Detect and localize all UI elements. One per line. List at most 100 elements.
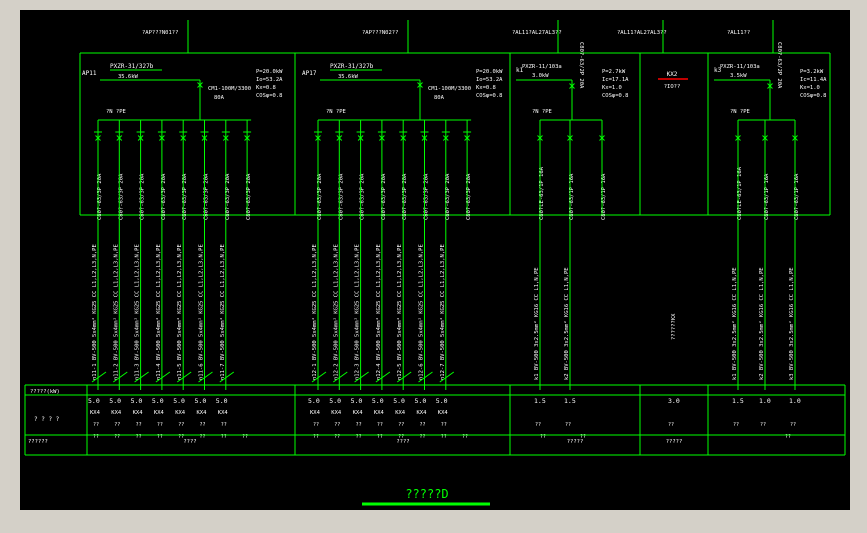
kx-label-1-4: KX4 (395, 410, 406, 416)
branch-label-4-2: C80?-63/1P 16A (794, 173, 800, 220)
kx-label-1-1: KX4 (331, 410, 342, 416)
branch-label-0-3: C80?-63/3P 20A (161, 173, 167, 220)
table-row3-label: ?????? (28, 439, 48, 445)
kx-label-1-5: KX4 (417, 410, 428, 416)
kx-label-0-6: KX4 (218, 410, 229, 416)
circuit-tick-1-5 (418, 371, 433, 383)
branch-label-2-2: C80?-63/1P 16A (601, 173, 607, 220)
mark-4-0: ?? (733, 422, 739, 428)
mark2-0-7: ?? (242, 434, 248, 440)
main-breaker-0-x2 (197, 82, 203, 88)
kx-label-0-4: KX4 (175, 410, 186, 416)
mark-1-2: ?? (356, 422, 362, 428)
mark2-0-5: ?? (200, 434, 206, 440)
circuit-label-1-4: n12-5 BV-500 5x4mm² KG25 CC L1,L2,L3,N,P… (396, 244, 403, 380)
mark2-0-3: ?? (157, 434, 163, 440)
circuit-label-2-1: k2 BV-500 3x2.5mm² KG16 CC L1,N,PE (563, 267, 570, 380)
power-value-1-5: 5.0 (415, 397, 427, 405)
panel-id-2: k1 (516, 67, 524, 74)
footer-3: ????? (666, 439, 683, 445)
circuit-tick-1-2 (354, 371, 369, 383)
footer-2: ????? (567, 439, 584, 445)
panel-id-3: KX2 (667, 71, 678, 78)
bus-label-0: ?N ?PE (106, 109, 126, 115)
main-switch-label-2: C80?-63/2P 20A (578, 42, 584, 89)
param-2-2: Kx=1.0 (602, 85, 622, 91)
mark2-0-2: ?? (136, 434, 142, 440)
param-1-3: COSφ=0.8 (476, 93, 503, 99)
circuit-tick-0-4 (176, 371, 192, 383)
branch-label-2-0: C80?LE-63/1P 16A (539, 166, 545, 220)
circuit-tick-1-1 (333, 371, 348, 383)
mark2-0-0: ?? (93, 434, 99, 440)
circuit-label-4-1: k2 BV-500 3x2.5mm² KG16 CC L1,N,PE (758, 267, 765, 380)
breaker-label-2: PXZR-11/103a (522, 64, 562, 70)
param-1-0: P=20.0kW (476, 69, 503, 75)
kx-label-0-3: KX4 (154, 410, 165, 416)
mark-2-1: ?? (565, 422, 571, 428)
mark-0-2: ?? (136, 422, 142, 428)
branch-label-0-1: C80?-63/3P 20A (118, 173, 124, 220)
branch-label-1-2: C80?-63/3P 20A (360, 173, 366, 220)
mark2-2-0: ?? (540, 434, 546, 440)
main-switch-label-0: CM1-100M/3300 (208, 86, 251, 92)
circuit-tick-1-4 (396, 371, 412, 383)
power-value-1-4: 5.0 (393, 397, 405, 405)
mark-0-3: ?? (157, 422, 163, 428)
mark-1-5: ?? (420, 422, 426, 428)
circuit-label-1-1: n12-2 BV-500 5x4mm² KG25 CC L1,L2,L3,N,P… (332, 244, 339, 380)
mark2-1-5: ?? (420, 434, 426, 440)
circuit-tick-0-1 (113, 371, 128, 383)
circuit-label-0-3: n11-4 BV-500 5x4mm² KG25 CC L1,L2,L3,N,P… (155, 244, 162, 380)
circuit-label-2-0: k1 BV-500 3x2.5mm² KG16 CC L1,N,PE (533, 267, 540, 380)
branch-label-0-6: C80?-63/3P 20A (225, 173, 231, 220)
kx-label-0-2: KX4 (133, 410, 144, 416)
branch-label-0-0: C80?-63/3P 20A (97, 173, 103, 220)
footer-0: ???? (183, 439, 196, 445)
power-code-0: 35.6kW (118, 74, 139, 80)
circuit-label-0-2: n11-3 BV-500 5x4mm² KG25 CC L1,L2,L3,N,P… (134, 244, 141, 380)
feed-label-1: ?AP???N02?? (362, 30, 398, 36)
mark-0-5: ?? (200, 422, 206, 428)
feed-label-2: ?AL11?AL27AL3?? (512, 30, 562, 36)
mark-4-2: ?? (790, 422, 796, 428)
circuit-label-4-0: k1 BV-500 3x2.5mm² KG16 CC L1,N,PE (731, 267, 738, 380)
panel-sublabel-3: ?IO?? (664, 84, 681, 90)
mark2-0-1: ?? (114, 434, 120, 440)
kx-label-1-6: KX4 (438, 410, 449, 416)
power-value-4-0: 1.5 (732, 397, 744, 405)
kx-label-0-1: KX4 (111, 410, 122, 416)
circuit-label-0-6: n11-7 BV-500 5x4mm² KG25 CC L1,L2,L3,N,P… (219, 244, 226, 380)
table-row2-label: ? ? ? ? (34, 416, 60, 423)
branch-label-4-1: C80?-63/1P 16A (764, 173, 770, 220)
circuit-tick-0-5 (198, 371, 213, 383)
kx-label-0-0: KX4 (90, 410, 101, 416)
power-value-0-3: 5.0 (152, 397, 164, 405)
power-value-1-6: 5.0 (436, 397, 448, 405)
circuit-label-1-5: n12-6 BV-500 5x4mm² KG25 CC L1,L2,L3,N,P… (418, 244, 425, 380)
circuit-label-0-1: n11-2 BV-500 5x4mm² KG25 CC L1,L2,L3,N,P… (112, 244, 119, 380)
branch-label-4-0: C80?LE-63/1P 16A (737, 166, 743, 220)
feed-label-3: ?AL11?AL27AL3?? (617, 30, 667, 36)
circuit-label-0-4: n11-5 BV-500 5x4mm² KG25 CC L1,L2,L3,N,P… (176, 244, 183, 380)
power-value-0-2: 5.0 (131, 397, 143, 405)
power-value-1-1: 5.0 (329, 397, 341, 405)
mark2-0-6: ?? (221, 434, 227, 440)
power-value-0-6: 5.0 (216, 397, 228, 405)
power-value-4-2: 1.0 (789, 397, 801, 405)
param-2-1: Ic=17.1A (602, 77, 629, 83)
param-2-3: COSφ=0.8 (602, 93, 629, 99)
circuit-label-4-2: k3 BV-500 3x2.5mm² KG16 CC L1,N,PE (788, 267, 795, 380)
mark-1-4: ?? (398, 422, 404, 428)
mark2-1-7: ?? (462, 434, 468, 440)
circuit-tick-0-6 (219, 371, 235, 383)
breaker-label-4: PXZR-11/103a (720, 64, 760, 70)
circuit-tick-0-2 (134, 371, 149, 383)
param-0-3: COSφ=0.8 (256, 93, 283, 99)
breaker-label-0: PXZR-31/327b (110, 63, 154, 70)
mark-0-4: ?? (178, 422, 184, 428)
circuit-tick-1-3 (375, 371, 391, 383)
feed-label-0: ?AP???N01?? (142, 30, 178, 36)
branch-label-1-3: C80?-63/3P 20A (381, 173, 387, 220)
mark-1-3: ?? (377, 422, 383, 428)
